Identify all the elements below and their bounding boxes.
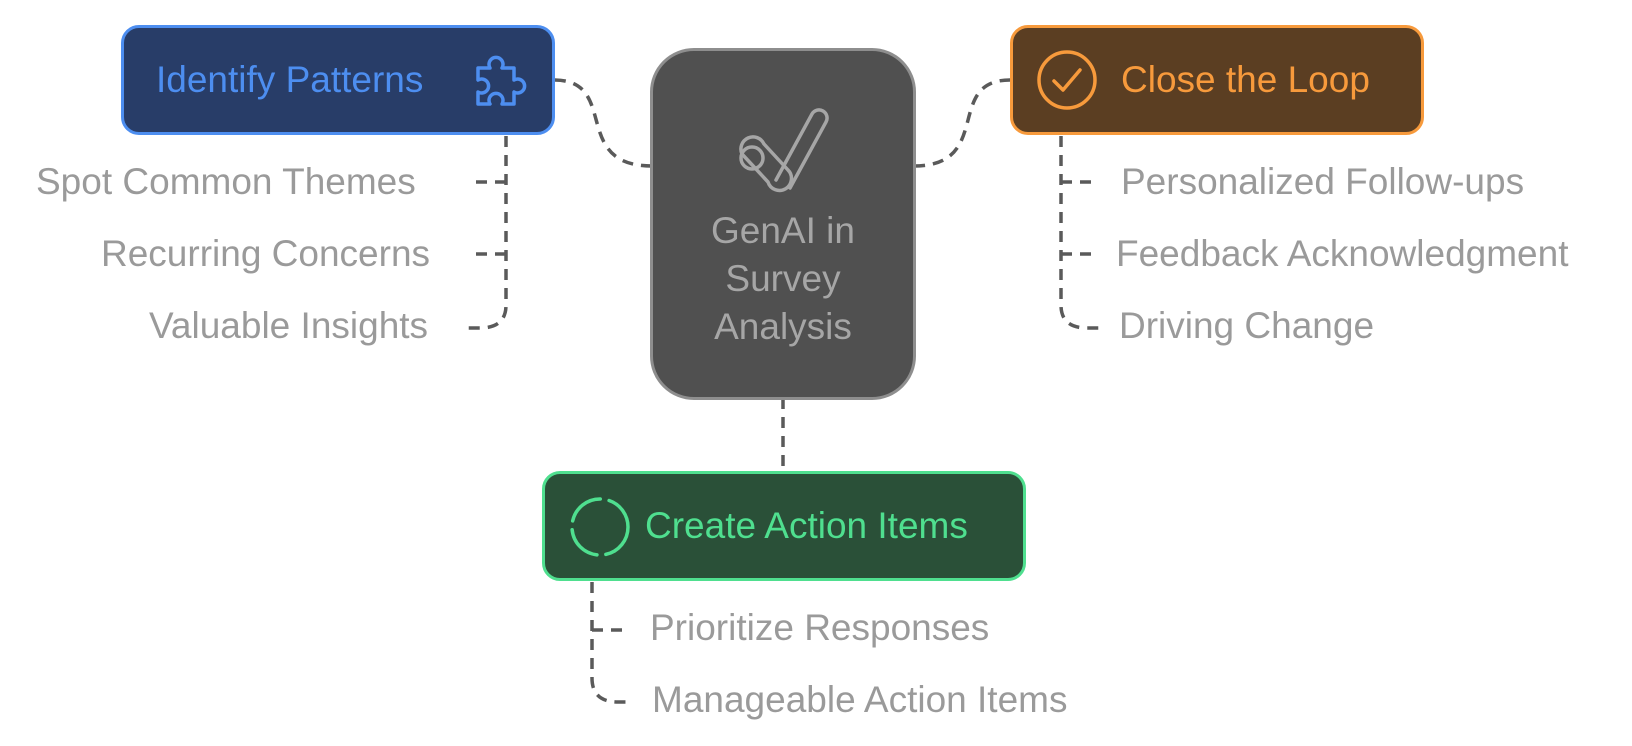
action-item-2: Manageable Action Items bbox=[652, 679, 1068, 720]
center-title: GenAI in Survey Analysis bbox=[653, 207, 913, 351]
dashed-circle-icon bbox=[570, 497, 630, 557]
connector-close-spine bbox=[1059, 136, 1100, 330]
close-loop-label: Close the Loop bbox=[1121, 59, 1370, 100]
connector-center-identify bbox=[553, 78, 653, 168]
close-loop-node: Close the Loop bbox=[1010, 25, 1424, 135]
connector-action-spine bbox=[590, 582, 630, 704]
telescope-icon bbox=[739, 108, 829, 193]
center-title-line-2: Survey bbox=[725, 258, 841, 299]
puzzle-icon bbox=[476, 55, 527, 106]
identify-patterns-node: Identify Patterns bbox=[121, 25, 555, 135]
action-items-label: Create Action Items bbox=[645, 505, 968, 546]
center-title-line-3: Analysis bbox=[714, 306, 852, 347]
identify-item-2: Recurring Concerns bbox=[101, 233, 431, 274]
connector-center-close bbox=[913, 78, 1011, 168]
close-item-3: Driving Change bbox=[1119, 305, 1375, 346]
identify-item-1: Spot Common Themes bbox=[36, 161, 416, 202]
action-items-node: Create Action Items bbox=[542, 471, 1026, 581]
identify-patterns-label: Identify Patterns bbox=[156, 59, 424, 100]
action-item-1: Prioritize Responses bbox=[650, 607, 990, 648]
close-item-2: Feedback Acknowledgment bbox=[1116, 233, 1569, 274]
close-item-1: Personalized Follow-ups bbox=[1121, 161, 1525, 202]
identify-item-3: Valuable Insights bbox=[149, 305, 429, 346]
center-title-line-1: GenAI in bbox=[711, 210, 855, 251]
center-node: GenAI in Survey Analysis bbox=[650, 48, 916, 400]
connector-identify-spine bbox=[466, 136, 508, 330]
check-circle-icon bbox=[1037, 50, 1097, 110]
